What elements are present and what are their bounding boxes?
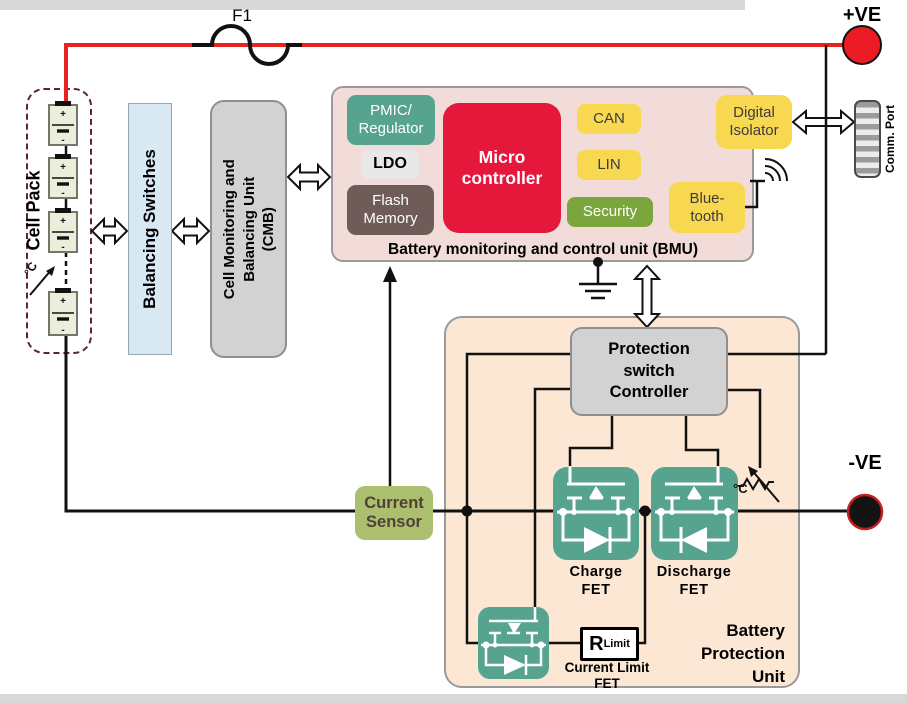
sensor-to-bmu-arrow: [383, 266, 397, 490]
cell-minus-mark: -: [61, 242, 64, 253]
ldo-chip: LDO: [361, 150, 419, 179]
cell-plus-mark: +: [60, 109, 66, 120]
positive-terminal-label: +VE: [842, 4, 882, 26]
bluetooth-chip: Blue-tooth: [669, 182, 745, 233]
comm-port-label-wrap: Comm. Port: [878, 96, 902, 182]
cellpack-balancing-arrow: [90, 216, 129, 246]
comm-port-label: Comm. Port: [883, 104, 898, 174]
cell-minus-mark: -: [61, 325, 64, 336]
security-chip: Security: [567, 197, 653, 227]
positive-wire: [64, 43, 844, 101]
cell-pack-label-wrap: Cell Pack: [20, 150, 48, 270]
balancing-switches-label: Balancing Switches: [140, 149, 160, 309]
can-chip: CAN: [577, 104, 641, 134]
cmb-bmu-arrow: [286, 162, 332, 192]
bpu-caption: Battery Protection Unit: [700, 621, 785, 686]
fuse-label: F1: [232, 6, 252, 25]
page-edge-bottom: [0, 694, 907, 703]
lin-chip: LIN: [577, 150, 641, 180]
discharge-mosfet-icon: [655, 467, 734, 553]
cmb-box: Cell Monitoring and Balancing Unit (CMB): [210, 100, 287, 358]
cell-plus-mark: +: [60, 216, 66, 227]
ground-icon: [579, 257, 617, 300]
comm-port-connector: [854, 100, 881, 178]
current-limit-fet-box: [478, 607, 549, 679]
pack-temperature-sensor-icon: [738, 466, 780, 503]
positive-terminal-node: [842, 25, 882, 65]
cell-minus-mark: -: [61, 188, 64, 199]
fuse-icon: [192, 24, 302, 66]
cmb-label: Cell Monitoring and Balancing Unit (CMB): [220, 159, 277, 299]
cell-pack-label: Cell Pack: [23, 169, 44, 251]
cell-pack-thermistor-icon: [29, 266, 55, 296]
bmu-bpu-arrow: [632, 264, 662, 329]
cell-plus-mark: +: [60, 296, 66, 307]
balancing-cmb-arrow: [170, 216, 211, 246]
negative-terminal-node: [846, 493, 884, 531]
negative-terminal-label: -VE: [848, 452, 882, 474]
discharge-fet-box: [651, 467, 738, 560]
battery-cells: + - + - + - + -: [48, 101, 78, 336]
cell-pack-dashed-box: [26, 88, 92, 354]
bmu-caption: Battery monitoring and control unit (BMU…: [388, 241, 698, 258]
junction-dots: [461, 505, 651, 517]
isolator-commport-arrow: [791, 108, 856, 136]
current-limit-mosfet-icon: [481, 607, 546, 675]
antenna-icon: [745, 158, 788, 209]
charge-mosfet-icon: [557, 467, 635, 553]
signal-wires: [465, 352, 826, 645]
protection-switch-controller-box: Protection switch Controller: [570, 327, 728, 416]
cell-plus-mark: +: [60, 162, 66, 173]
pack-temp-label: °C: [733, 481, 748, 496]
charge-fet-box: [553, 467, 639, 560]
cell-minus-mark: -: [61, 135, 64, 146]
pmic-regulator-chip: PMIC/Regulator: [347, 95, 435, 145]
balancing-switches-box: Balancing Switches: [128, 103, 172, 355]
page-edge-top: [0, 0, 745, 10]
